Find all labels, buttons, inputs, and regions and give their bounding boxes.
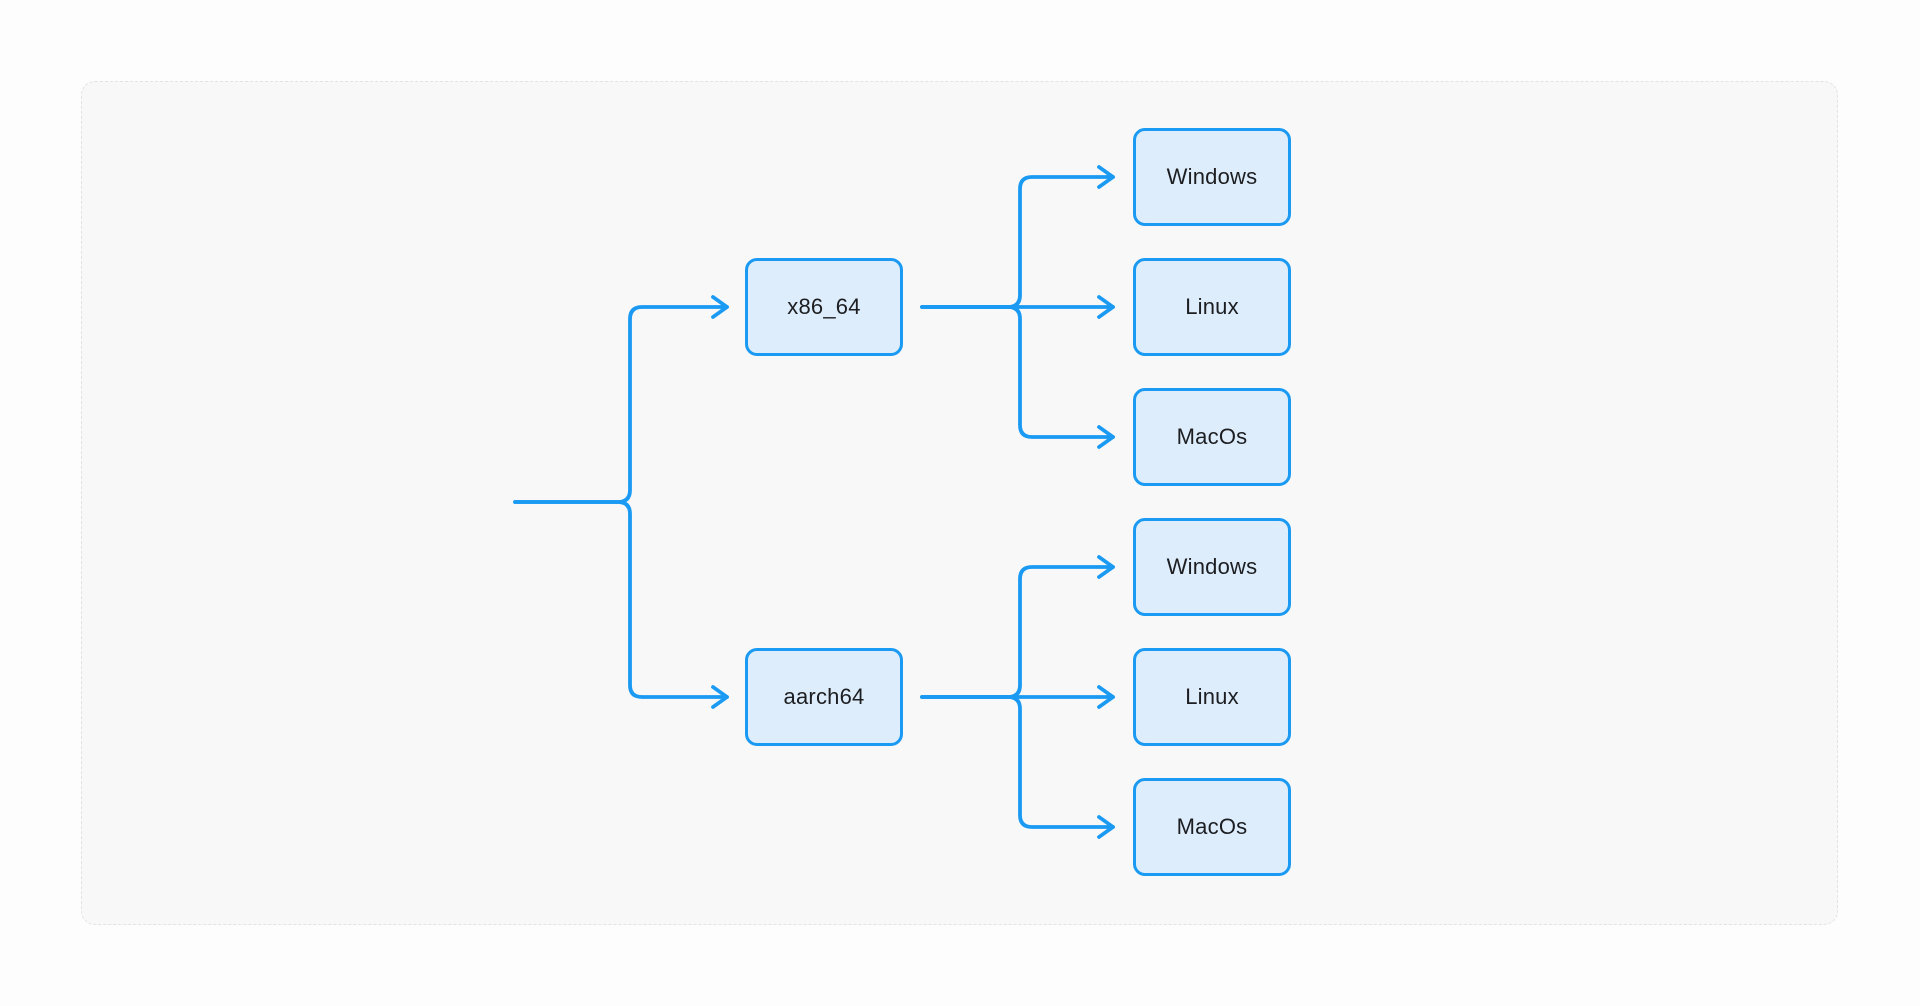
node-label: x86_64 (787, 294, 861, 319)
node-label: aarch64 (783, 684, 865, 709)
node-macos-x86-64[interactable]: MacOs (1133, 388, 1291, 486)
node-label: Windows (1166, 164, 1258, 189)
node-x86-64[interactable]: x86_64 (745, 258, 903, 356)
node-windows-aarch64[interactable]: Windows (1133, 518, 1291, 616)
node-label: Linux (1185, 294, 1239, 319)
node-label: MacOs (1176, 814, 1248, 839)
node-linux-x86-64[interactable]: Linux (1133, 258, 1291, 356)
node-windows-x86-64[interactable]: Windows (1133, 128, 1291, 226)
node-linux-aarch64[interactable]: Linux (1133, 648, 1291, 746)
node-macos-aarch64[interactable]: MacOs (1133, 778, 1291, 876)
node-label: Linux (1185, 684, 1239, 709)
diagram-panel (81, 81, 1838, 925)
node-label: MacOs (1176, 424, 1248, 449)
node-aarch64[interactable]: aarch64 (745, 648, 903, 746)
node-label: Windows (1166, 554, 1258, 579)
